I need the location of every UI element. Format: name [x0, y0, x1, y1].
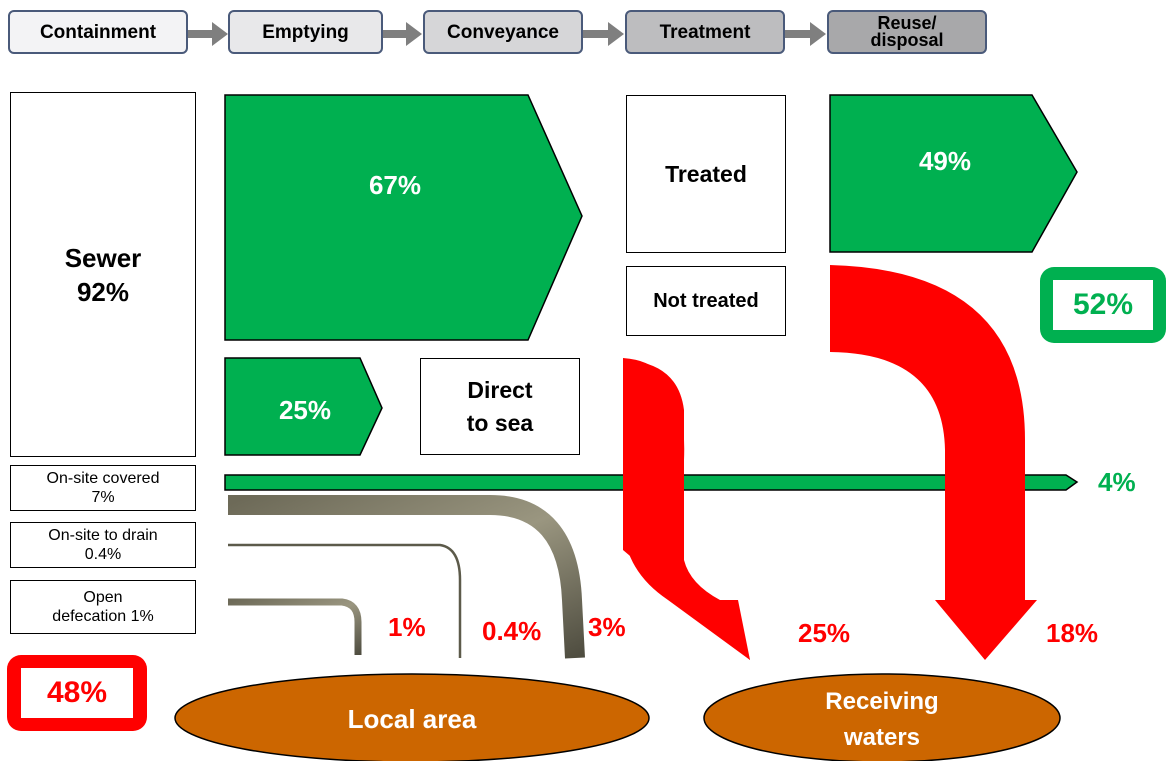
containment-sewer: Sewer 92%	[10, 92, 196, 457]
onsite-drain-label: On-site to drain 0.4%	[48, 527, 158, 563]
not-treated-box: Not treated	[626, 266, 786, 336]
chain-step-conveyance: Conveyance	[423, 10, 583, 54]
flow-label-49: 49%	[918, 146, 972, 176]
chain-arrow-1	[188, 22, 228, 46]
safe-total-value: 52%	[1053, 280, 1153, 330]
local-area-ellipse	[174, 673, 650, 761]
chain-step-label: Treatment	[659, 21, 751, 43]
chain-step-containment: Containment	[8, 10, 188, 54]
chain-arrow-3	[583, 22, 624, 46]
loss-pipe-1	[228, 598, 362, 655]
loss-label-3: 3%	[588, 612, 626, 642]
unsafe-total-value: 48%	[21, 668, 133, 718]
chain-step-label: Containment	[39, 21, 157, 43]
flow-arrow-49	[829, 94, 1078, 253]
loss-arrow-18-body	[830, 265, 1037, 660]
direct-to-sea-box: Direct to sea	[420, 358, 580, 455]
flow-label-25: 25%	[278, 395, 332, 425]
treated-box: Treated	[626, 95, 786, 253]
flow-arrow-25	[224, 357, 383, 456]
onsite-covered-label: On-site covered 7%	[46, 470, 160, 506]
open-defecation-label: Open defecation 1%	[52, 589, 154, 625]
loss-label-0-4: 0.4%	[482, 616, 542, 646]
loss-label-25: 25%	[798, 618, 851, 648]
chain-step-label: Conveyance	[447, 21, 559, 43]
containment-onsite-covered: On-site covered 7%	[10, 465, 196, 511]
not-treated-label: Not treated	[653, 289, 759, 312]
chain-step-emptying: Emptying	[228, 10, 383, 54]
chain-arrow-4	[785, 22, 826, 46]
direct-to-sea-label: Direct to sea	[466, 376, 534, 436]
chain-step-reuse-disposal: Reuse/ disposal	[827, 10, 987, 54]
local-area-label: Local area	[347, 704, 477, 734]
chain-step-treatment: Treatment	[625, 10, 785, 54]
loss-label-18: 18%	[1046, 618, 1099, 648]
flow-arrow-67	[224, 94, 583, 341]
loss-pipe-3	[228, 495, 585, 659]
loss-label-1: 1%	[388, 612, 426, 642]
chain-arrow-2	[382, 22, 422, 46]
containment-onsite-drain: On-site to drain 0.4%	[10, 522, 196, 568]
chain-step-label: Reuse/ disposal	[870, 13, 944, 50]
sewer-label: Sewer 92%	[64, 242, 142, 307]
containment-open-defecation: Open defecation 1%	[10, 580, 196, 634]
loss-pipe-0-4	[228, 543, 462, 658]
safe-total-badge: 52%	[1040, 267, 1166, 343]
flow-label-4: 4%	[1098, 467, 1136, 497]
chain-step-label: Emptying	[262, 21, 349, 43]
treated-label: Treated	[665, 160, 747, 187]
loss-arrow-25-body	[623, 358, 750, 660]
receiving-waters-ellipse	[703, 673, 1061, 761]
flow-label-67: 67%	[368, 170, 422, 200]
receiving-waters-label: Receiving waters	[825, 688, 939, 751]
unsafe-total-badge: 48%	[7, 655, 147, 731]
